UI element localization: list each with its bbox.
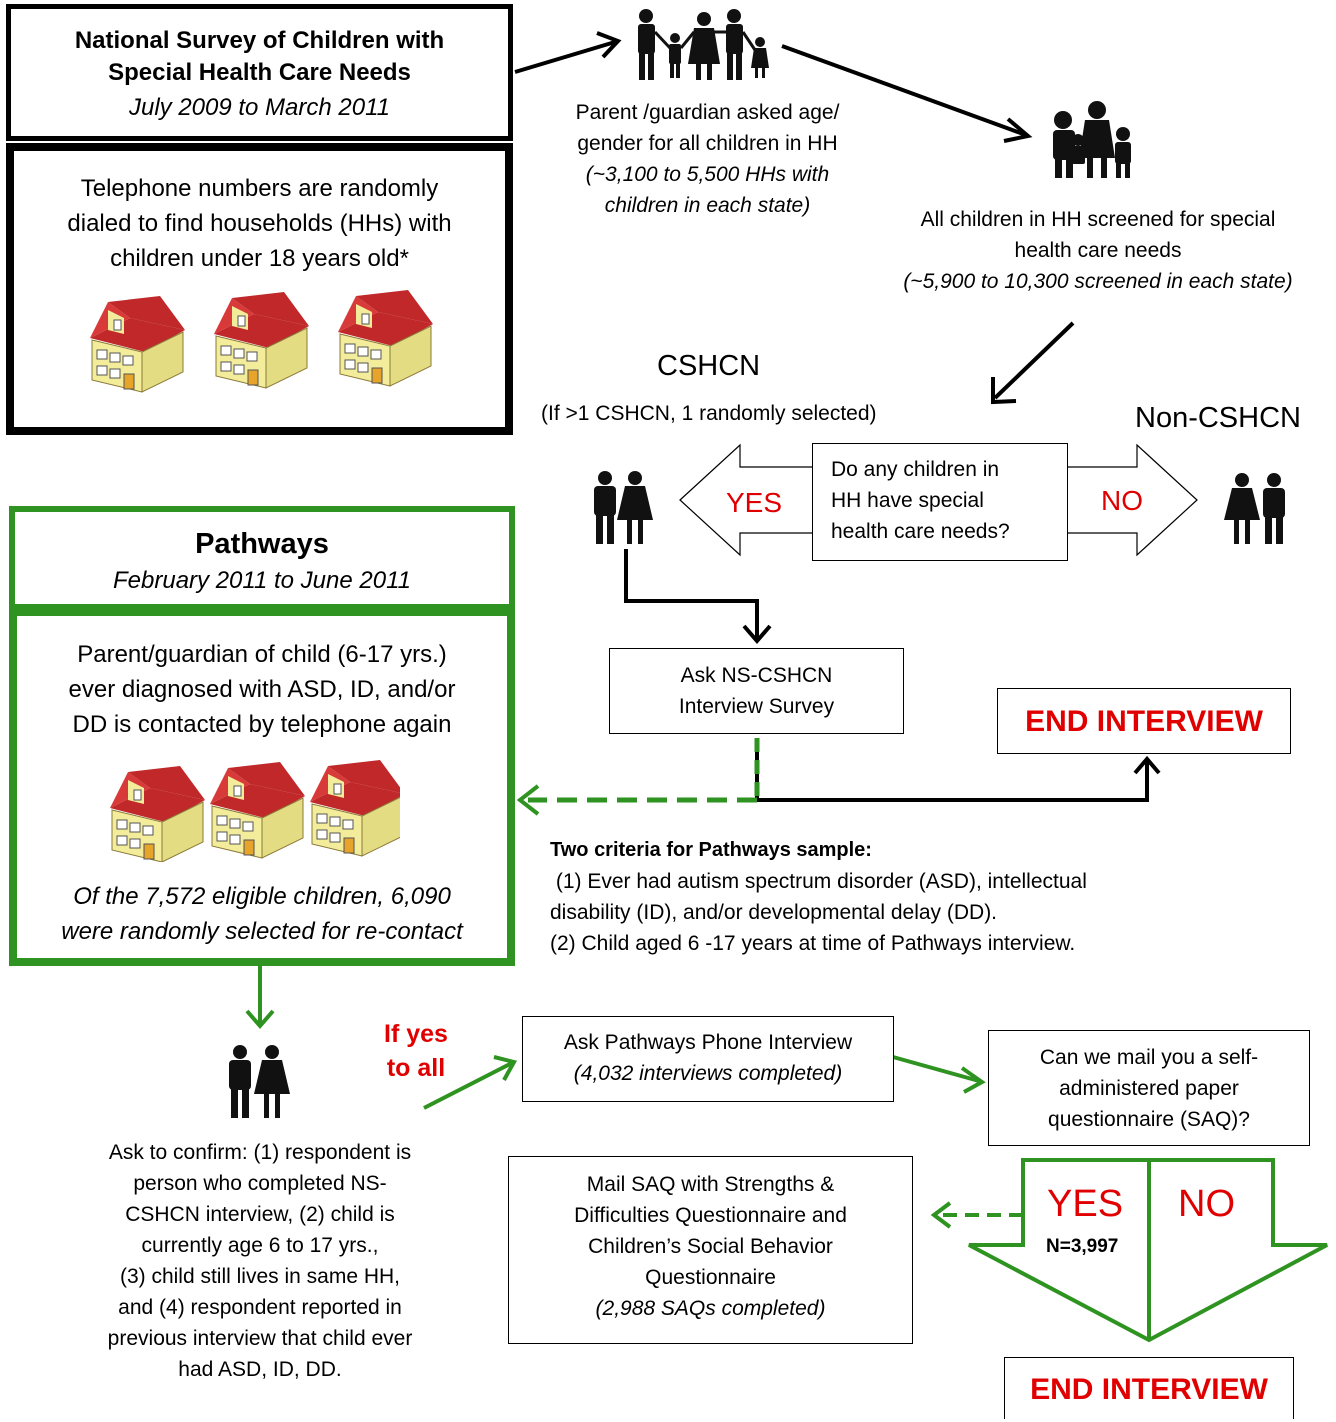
pathways-title: Pathways xyxy=(195,528,329,560)
confirm-line1: Ask to confirm: (1) respondent is xyxy=(108,1141,412,1164)
arrow-yes-to-mailsaq xyxy=(930,1201,1023,1229)
arrow-pathways-to-confirm xyxy=(245,966,275,1030)
mail-saq-line5: (2,988 SAQs completed) xyxy=(595,1297,826,1320)
saq-no: NO xyxy=(1178,1183,1235,1225)
phone-interview-line1: Ask Pathways Phone Interview xyxy=(563,1031,853,1054)
nscshcn-dates: July 2009 to March 2011 xyxy=(128,94,391,121)
pathways-desc-line2: ever diagnosed with ASD, ID, and/or xyxy=(68,676,456,703)
mail-question-line2: administered paper xyxy=(1059,1077,1239,1100)
ask-survey-box: Ask NS-CSHCN Interview Survey xyxy=(609,648,904,734)
decision-no: NO xyxy=(1101,485,1143,516)
mail-saq-box: Mail SAQ with Strengths & Difficulties Q… xyxy=(508,1156,913,1344)
criteria-line3: (2) Child aged 6 -17 years at time of Pa… xyxy=(550,932,1076,955)
mail-question-line1: Can we mail you a self- xyxy=(1039,1046,1259,1069)
mail-question-box: Can we mail you a self- administered pap… xyxy=(988,1030,1310,1146)
nscshcn-title-line2: Special Health Care Needs xyxy=(108,59,411,86)
nscshcn-title-line1: National Survey of Children with xyxy=(74,27,445,54)
age-gender-line2: gender for all children in HH xyxy=(577,132,838,155)
decision-question-line3: health care needs? xyxy=(831,520,1010,543)
mail-saq-line4: Questionnaire xyxy=(645,1266,776,1289)
nscshcn-title-box: National Survey of Children with Special… xyxy=(6,4,513,141)
screen-line1: All children in HH screened for special xyxy=(920,208,1276,231)
mail-question-line3: questionnaire (SAQ)? xyxy=(1048,1108,1250,1131)
nscshcn-desc-box: Telephone numbers are randomly dialed to… xyxy=(6,143,513,435)
saq-yes-n: N=3,997 xyxy=(1046,1236,1119,1257)
confirm-line5: (3) child still lives in same HH, xyxy=(119,1265,401,1288)
mail-saq-line2: Difficulties Questionnaire and xyxy=(574,1204,847,1227)
phone-interview-box: Ask Pathways Phone Interview (4,032 inte… xyxy=(522,1016,894,1102)
if-yes-line2: to all xyxy=(386,1054,446,1082)
pathways-desc-line1: Parent/guardian of child (6-17 yrs.) xyxy=(77,641,447,668)
confirm-line3: CSHCN interview, (2) child is xyxy=(125,1203,395,1226)
cshcn-label: CSHCN xyxy=(657,350,761,382)
nscshcn-desc-line3: children under 18 years old* xyxy=(110,245,409,272)
if-yes-line1: If yes xyxy=(384,1020,448,1048)
family-icon xyxy=(638,9,769,80)
criteria-line2: disability (ID), and/or developmental de… xyxy=(550,901,998,924)
arrow-phone-to-mailq xyxy=(892,1055,986,1094)
age-gender-count-line1: (~3,100 to 5,500 HHs with xyxy=(585,163,830,186)
pathways-desc-line3: DD is contacted by telephone again xyxy=(72,711,452,738)
screen-line2: health care needs xyxy=(1014,239,1182,262)
criteria-block: Two criteria for Pathways sample: (1) Ev… xyxy=(550,835,1250,959)
criteria-title: Two criteria for Pathways sample: xyxy=(550,839,872,861)
pathways-title-box: Pathways February 2011 to June 2011 xyxy=(9,506,515,610)
arrow-survey-to-pathways xyxy=(516,738,760,816)
pathways-note-line2: were randomly selected for re-contact xyxy=(61,918,463,945)
end-interview-box-1: END INTERVIEW xyxy=(997,688,1291,754)
age-gender-line1: Parent /guardian asked age/ xyxy=(575,101,840,124)
confirm-line7: previous interview that child ever xyxy=(107,1327,413,1350)
non-cshcn-label: Non-CSHCN xyxy=(1135,402,1301,434)
phone-interview-line2: (4,032 interviews completed) xyxy=(573,1062,843,1085)
respondent-couple-icon xyxy=(229,1045,290,1118)
mail-saq-line1: Mail SAQ with Strengths & xyxy=(586,1173,835,1196)
decision-question-box: Do any children in HH have special healt… xyxy=(812,443,1068,561)
confirm-line2: person who completed NS- xyxy=(133,1172,387,1195)
pathways-desc-box: Parent/guardian of child (6-17 yrs.) eve… xyxy=(9,608,515,966)
confirm-block: Ask to confirm: (1) respondent is person… xyxy=(30,1137,490,1385)
pathways-note-line1: Of the 7,572 eligible children, 6,090 xyxy=(73,883,451,910)
ask-survey-line2: Interview Survey xyxy=(678,695,835,718)
arrow-survey-to-family xyxy=(514,31,622,74)
age-gender-count-line2: children in each state) xyxy=(604,194,811,217)
nscshcn-desc-line2: dialed to find households (HHs) with xyxy=(67,210,452,237)
end-interview-box-2: END INTERVIEW xyxy=(1004,1357,1294,1419)
decision-yes: YES xyxy=(726,487,783,518)
pathways-dates: February 2011 to June 2011 xyxy=(113,567,411,594)
non-cshcn-couple-icon xyxy=(1224,473,1285,544)
pathways-houses-icon xyxy=(109,759,400,862)
decision-question-line2: HH have special xyxy=(831,489,984,512)
arrow-family-to-screen xyxy=(781,44,1033,143)
criteria-line1: (1) Ever had autism spectrum disorder (A… xyxy=(550,870,1087,893)
confirm-line6: and (4) respondent reported in xyxy=(118,1296,402,1319)
confirm-line4: currently age 6 to 17 yrs., xyxy=(141,1234,379,1257)
screen-count: (~5,900 to 10,300 screened in each state… xyxy=(903,270,1293,293)
family-group-icon xyxy=(1053,101,1131,178)
nscshcn-desc-line1: Telephone numbers are randomly xyxy=(80,175,439,202)
if-yes-label: If yes to all xyxy=(370,1017,462,1085)
arrow-ifyes-to-phone xyxy=(423,1055,518,1110)
cshcn-note: (If >1 CSHCN, 1 randomly selected) xyxy=(541,402,877,425)
age-gender-step: Parent /guardian asked age/ gender for a… xyxy=(530,97,885,221)
screen-step: All children in HH screened for special … xyxy=(860,204,1336,297)
saq-yes: YES xyxy=(1047,1183,1124,1225)
ask-survey-line1: Ask NS-CSHCN xyxy=(680,664,833,687)
arrow-cshcn-to-survey xyxy=(624,549,772,645)
parent-couple-icon xyxy=(594,471,653,544)
decision-question-line1: Do any children in xyxy=(831,458,1000,481)
confirm-line8: had ASD, ID, DD. xyxy=(178,1358,342,1381)
arrow-screen-to-decision xyxy=(991,321,1075,405)
houses-icon xyxy=(90,289,434,393)
saq-answer-arrow xyxy=(968,1158,1328,1343)
mail-saq-line3: Children’s Social Behavior xyxy=(588,1235,833,1258)
